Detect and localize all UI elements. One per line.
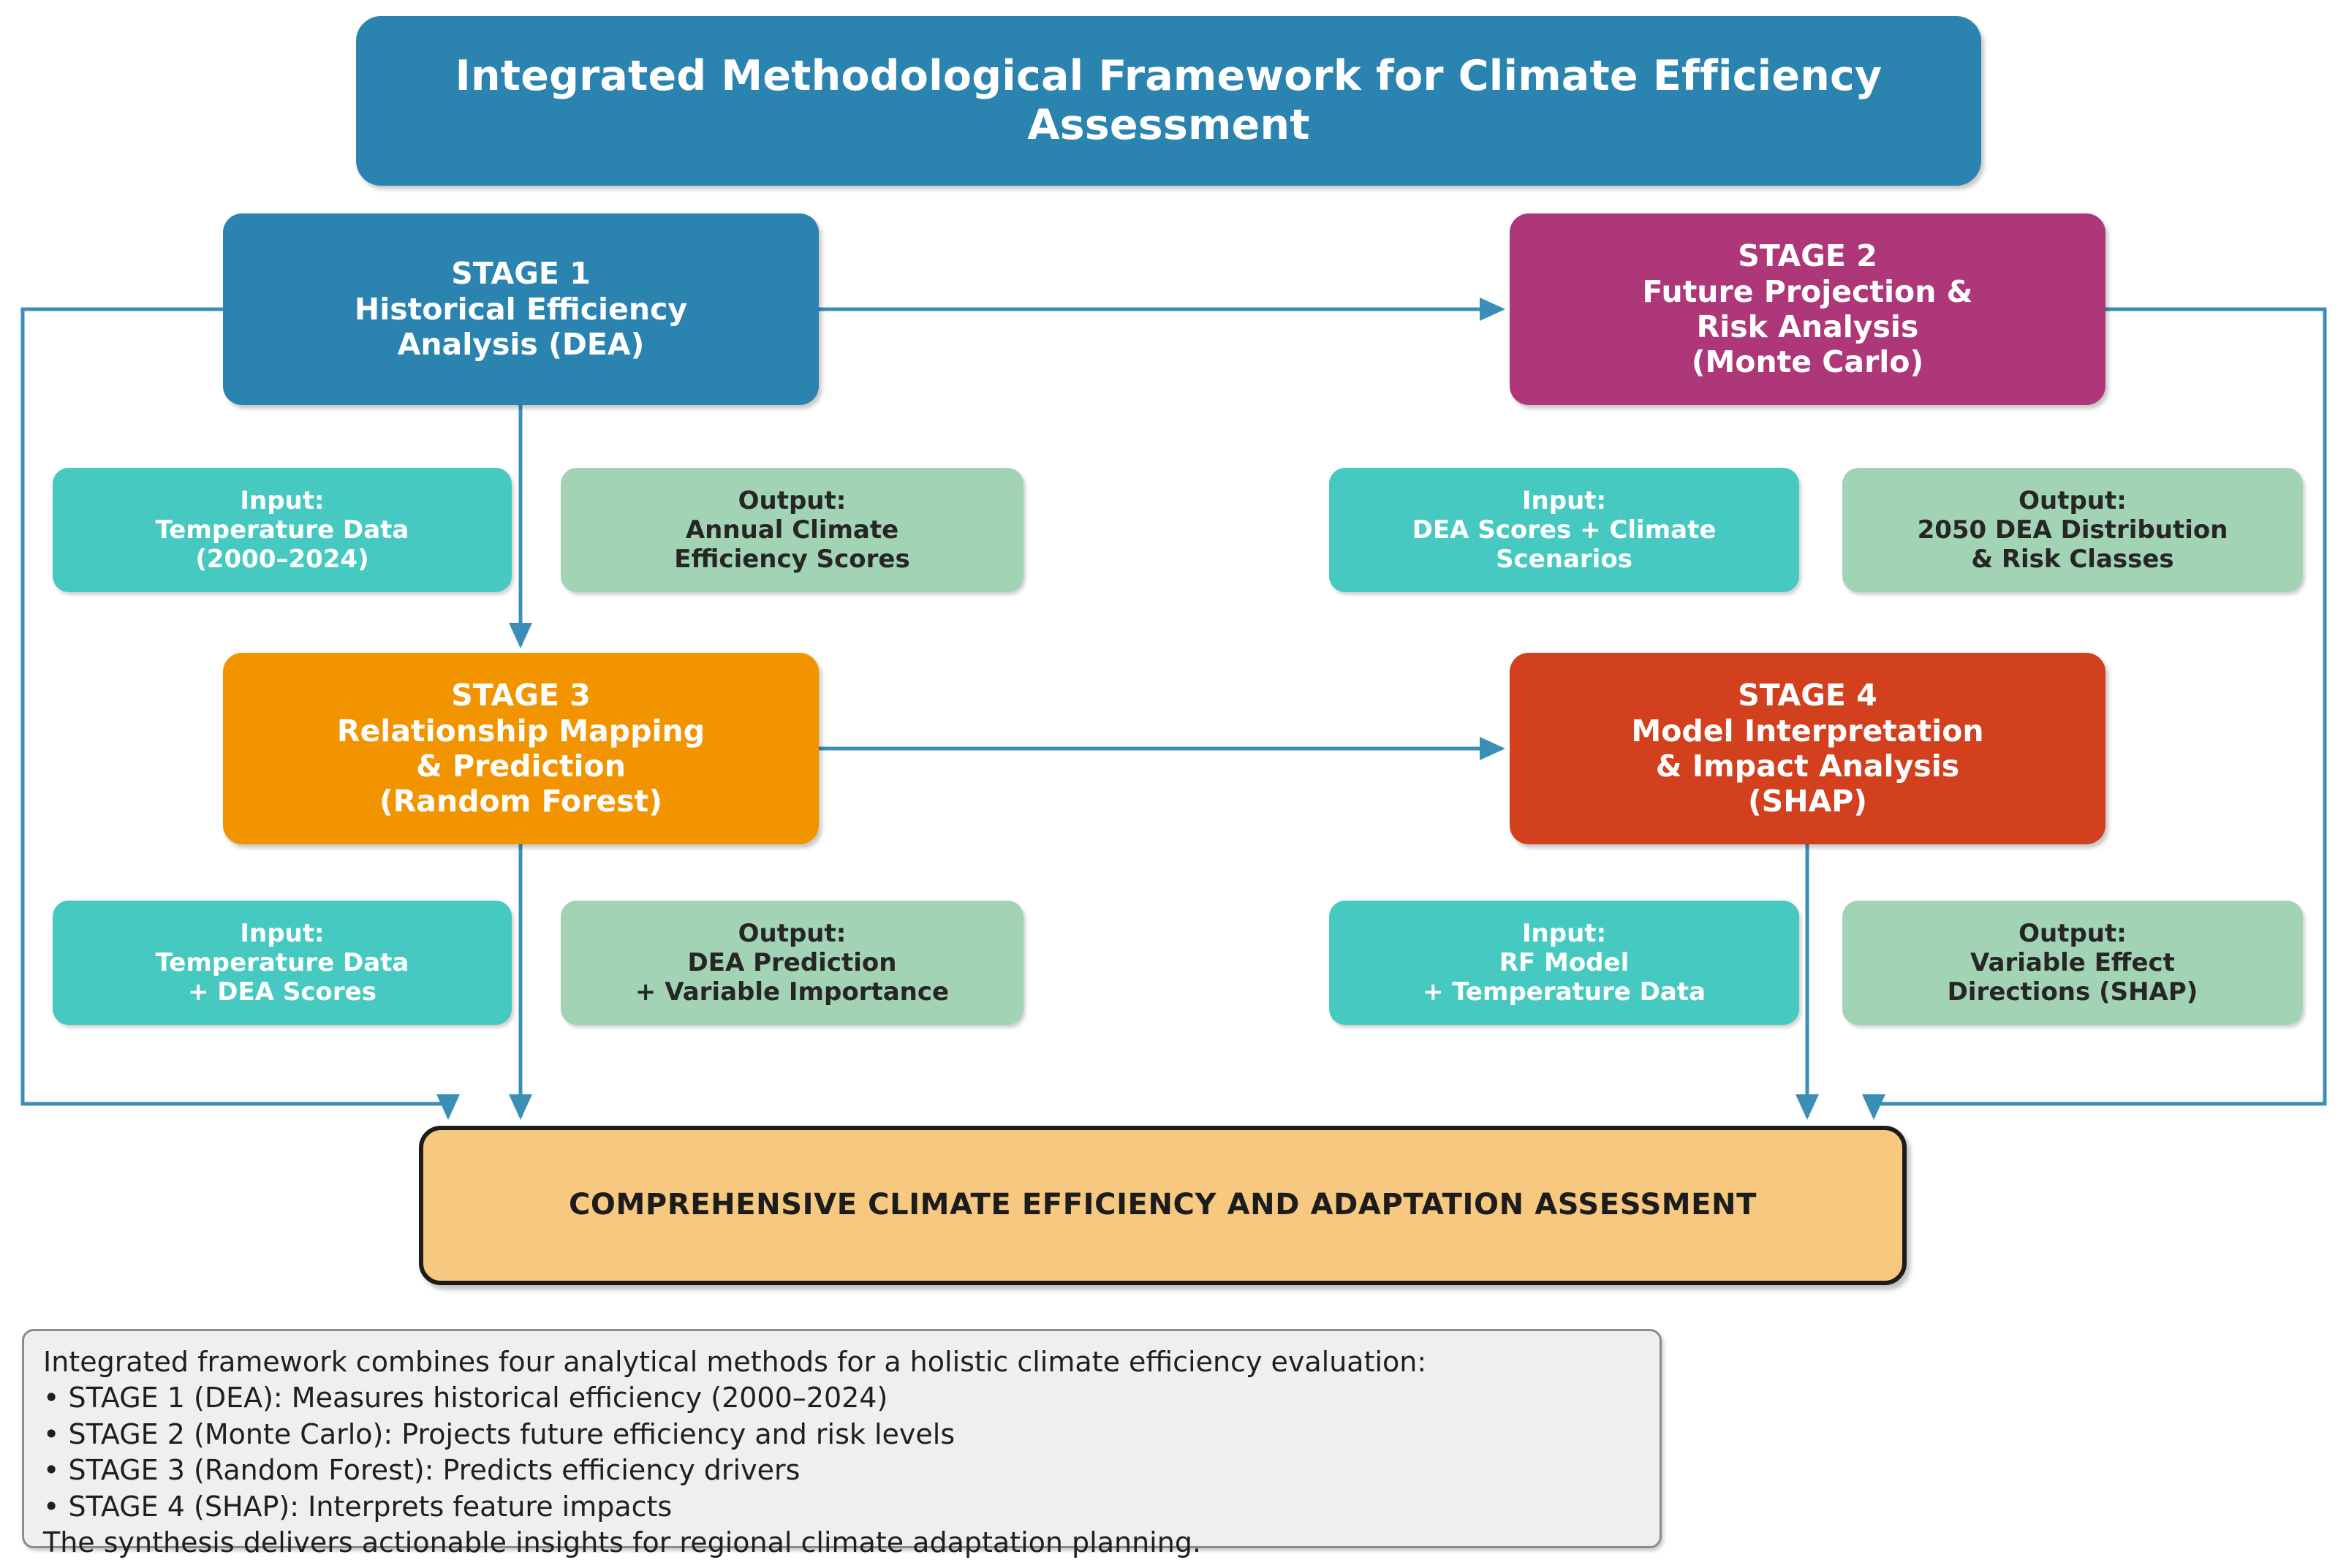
summary-banner-text: COMPREHENSIVE CLIMATE EFFICIENCY AND ADA… [568,1188,1757,1222]
stage-2-input-chip: Input: DEA Scores + Climate Scenarios [1329,468,1799,592]
stage-3-label: STAGE 3 Relationship Mapping & Predictio… [336,678,705,819]
footnote-line-1: Integrated framework combines four analy… [43,1346,1427,1378]
stage-1-output-chip: Output: Annual Climate Efficiency Scores [561,468,1023,592]
stage-4-label: STAGE 4 Model Interpretation & Impact An… [1631,678,1984,819]
footnote-line-4: • STAGE 3 (Random Forest): Predicts effi… [43,1454,801,1487]
stage-1-input-chip: Input: Temperature Data (2000–2024) [53,468,512,592]
stage-4-input-label: Input: RF Model + Temperature Data [1422,918,1706,1007]
stage-2-output-chip: Output: 2050 DEA Distribution & Risk Cla… [1842,468,2303,592]
stage-3-input-chip: Input: Temperature Data + DEA Scores [53,901,512,1025]
footnote-line-3: • STAGE 2 (Monte Carlo): Projects future… [43,1417,956,1450]
footnote-line-6: The synthesis delivers actionable insigh… [43,1526,1202,1558]
footnote-line-2: • STAGE 1 (DEA): Measures historical eff… [43,1382,888,1414]
stage-3-output-chip: Output: DEA Prediction + Variable Import… [561,901,1023,1025]
stage-1-node[interactable]: STAGE 1 Historical Efficiency Analysis (… [223,213,819,405]
stage-4-input-chip: Input: RF Model + Temperature Data [1329,901,1799,1025]
stage-1-input-label: Input: Temperature Data (2000–2024) [155,485,409,575]
stage-2-input-label: Input: DEA Scores + Climate Scenarios [1412,485,1717,575]
stage-4-output-chip: Output: Variable Effect Directions (SHAP… [1842,901,2303,1025]
stage-3-node[interactable]: STAGE 3 Relationship Mapping & Predictio… [223,653,819,844]
footnote-panel: Integrated framework combines four analy… [22,1329,1662,1558]
stage-2-label: STAGE 2 Future Projection & Risk Analysi… [1642,238,1973,380]
footnote-line-5: • STAGE 4 (SHAP): Interprets feature imp… [43,1490,673,1523]
summary-banner: COMPREHENSIVE CLIMATE EFFICIENCY AND ADA… [419,1126,1907,1285]
stage-2-node[interactable]: STAGE 2 Future Projection & Risk Analysi… [1510,213,2105,405]
stage-1-label: STAGE 1 Historical Efficiency Analysis (… [354,256,688,363]
page-title: Integrated Methodological Framework for … [356,16,1981,186]
stage-1-output-label: Output: Annual Climate Efficiency Scores [674,485,910,575]
page-title-text: Integrated Methodological Framework for … [455,51,1883,149]
stage-4-node[interactable]: STAGE 4 Model Interpretation & Impact An… [1510,653,2105,844]
stage-3-input-label: Input: Temperature Data + DEA Scores [155,918,409,1007]
stage-4-output-label: Output: Variable Effect Directions (SHAP… [1947,918,2198,1007]
stage-2-output-label: Output: 2050 DEA Distribution & Risk Cla… [1917,485,2228,575]
stage-3-output-label: Output: DEA Prediction + Variable Import… [635,918,950,1007]
